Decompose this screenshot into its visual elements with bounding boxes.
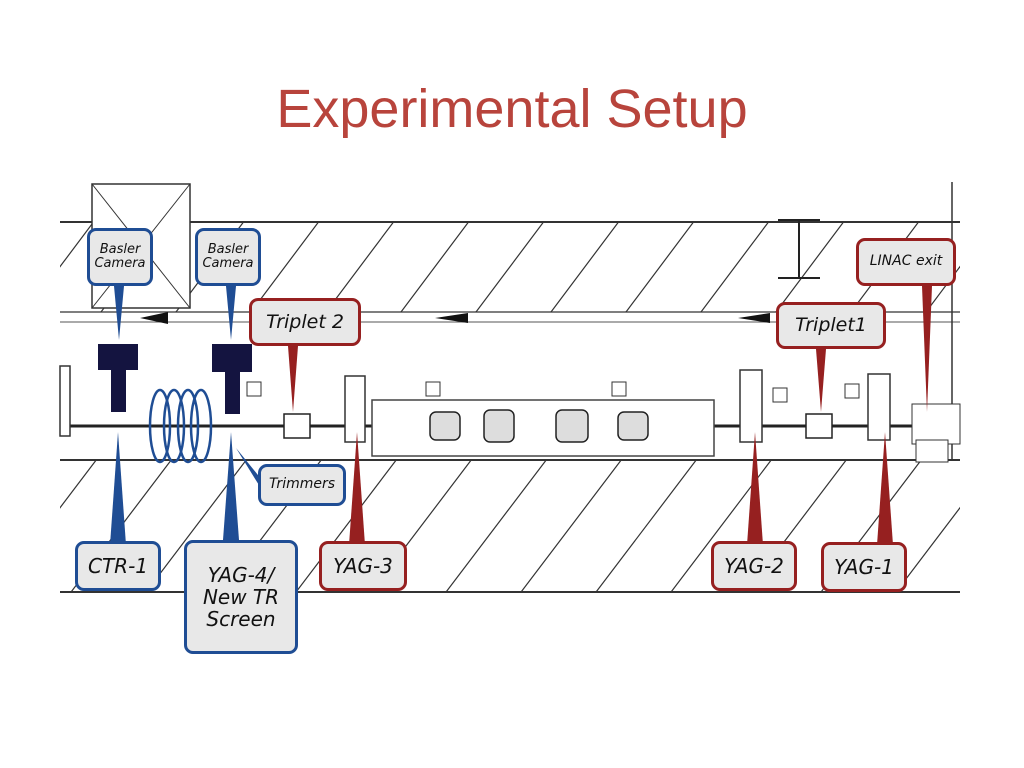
- trimmers-callout: Trimmers: [258, 464, 346, 506]
- basler-camera-callout-1: Basler Camera: [87, 228, 153, 286]
- yag-4-callout: YAG-4/ New TR Screen: [184, 540, 298, 654]
- basler-camera-callout-2: Basler Camera: [195, 228, 261, 286]
- triplet-2-callout: Triplet 2: [249, 298, 361, 346]
- ctr-1-callout: CTR-1: [75, 541, 161, 591]
- yag-3-callout: YAG-3: [319, 541, 407, 591]
- yag-2-callout: YAG-2: [711, 541, 797, 591]
- slide-title: Experimental Setup: [276, 79, 748, 139]
- triplet-1-callout: Triplet1: [776, 302, 886, 349]
- yag-1-callout: YAG-1: [821, 542, 907, 592]
- linac-exit-callout: LINAC exit: [856, 238, 956, 286]
